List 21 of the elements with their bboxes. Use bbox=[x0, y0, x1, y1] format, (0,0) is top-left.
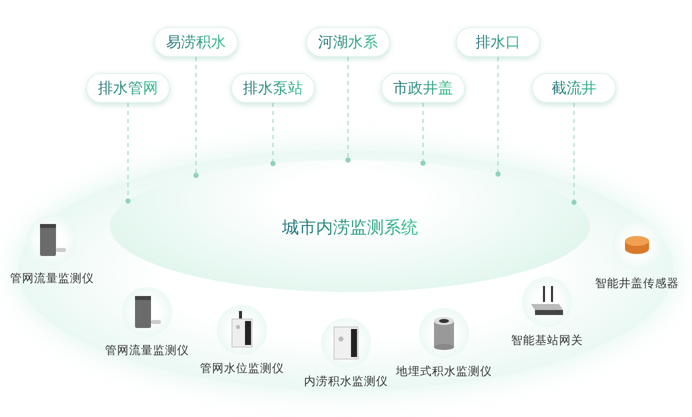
dashed-connector bbox=[270, 103, 276, 166]
dashed-connector bbox=[193, 57, 199, 178]
dashed-connector bbox=[125, 103, 131, 204]
dashed-connector bbox=[420, 103, 426, 166]
device-label: 智能基站网关 bbox=[511, 333, 583, 348]
device-label: 管网流量监测仪 bbox=[105, 343, 189, 358]
device-label: 智能井盖传感器 bbox=[595, 276, 679, 291]
dashed-connector bbox=[345, 57, 351, 163]
category-pill: 市政井盖 bbox=[381, 73, 465, 103]
category-pill: 排水口 bbox=[456, 27, 540, 57]
dashed-connector bbox=[495, 57, 501, 177]
device-label: 管网流量监测仪 bbox=[10, 271, 94, 286]
device-label: 内涝积水监测仪 bbox=[304, 374, 388, 389]
category-pill: 截流井 bbox=[532, 73, 616, 103]
category-pill: 易涝积水 bbox=[154, 27, 238, 57]
category-pill: 河湖水系 bbox=[306, 27, 390, 57]
dashed-connector bbox=[571, 103, 577, 205]
category-pill: 排水泵站 bbox=[231, 73, 315, 103]
device-label: 管网水位监测仪 bbox=[200, 361, 284, 376]
category-pill: 排水管网 bbox=[86, 73, 170, 103]
device-label: 地埋式积水监测仪 bbox=[396, 364, 492, 379]
